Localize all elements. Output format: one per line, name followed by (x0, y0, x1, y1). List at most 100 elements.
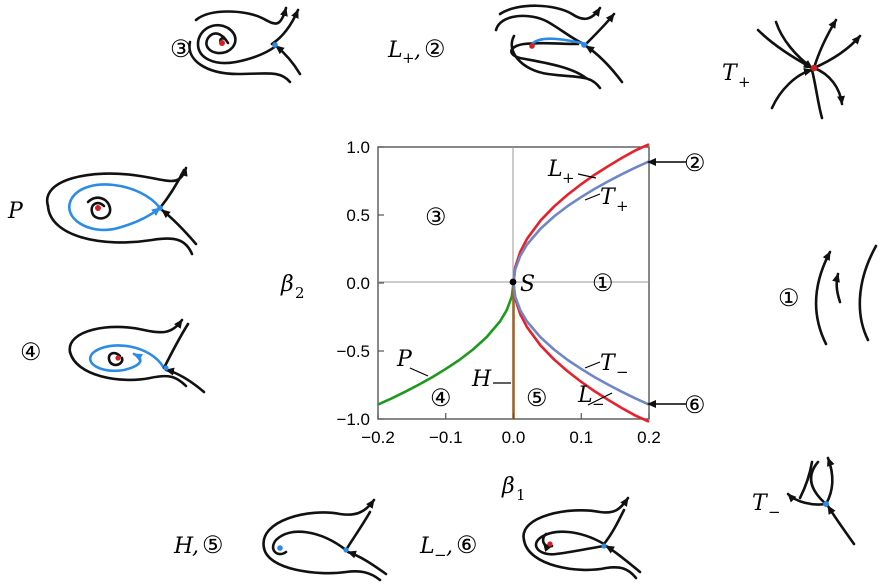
label-Tplus-sub: + (616, 197, 629, 215)
panel-region-3: ③ (170, 6, 302, 84)
panel-L6-region: ⑥ (456, 531, 478, 559)
panel-region-1: ① (778, 244, 878, 346)
axis-title-x-main: β (501, 474, 515, 499)
point-S (509, 278, 517, 286)
series-Tminus (512, 282, 650, 406)
panel-P-saddle-point (157, 205, 163, 211)
leader-Tplus (584, 193, 601, 201)
panel-H5-region: ⑤ (202, 531, 224, 559)
panel-Lminus-region-6: L − , ⑥ (419, 496, 642, 580)
label-S: S (520, 272, 535, 297)
label-P: P (396, 347, 429, 377)
label-Tminus-main: T (600, 351, 617, 376)
panel-Tplus-label: T + (722, 61, 751, 91)
panel-L2-saddle-point (581, 42, 587, 48)
panel-L6-sub: − (434, 546, 447, 564)
label-H-text: H (471, 367, 492, 392)
label-Lplus-sub: + (562, 169, 575, 187)
label-Lplus: L + (547, 157, 597, 187)
label-P-text: P (396, 347, 413, 372)
panel-3-saddle-point (272, 42, 278, 48)
region-1: ① (592, 269, 614, 297)
panel-L6-comma: , (446, 534, 453, 559)
tick-layer: −0.2 −0.1 0.0 0.1 0.2 1.0 0.5 0.0 −0.5 −1.0 (336, 138, 660, 447)
panel-L2-region: ② (424, 35, 446, 63)
series-Tplus (512, 160, 650, 284)
panel-P-focus-point (95, 205, 101, 211)
y-tick-label: −0.5 (336, 342, 370, 361)
panel-H5-main: H (173, 534, 194, 559)
panel-P-label: P (7, 199, 24, 224)
axis-title-x-sub: 1 (516, 486, 526, 504)
panel-L2-sub: + (402, 49, 415, 67)
panel-region-4: ④ (20, 318, 206, 394)
label-Tplus-main: T (600, 185, 617, 210)
x-tick-label: 0.0 (502, 428, 526, 447)
panel-Tplus-main: T (722, 61, 739, 86)
y-tick-label: −1.0 (336, 410, 370, 429)
y-tick-label: 0.5 (346, 206, 370, 225)
region-5: ⑤ (526, 384, 548, 412)
panel-1-label: ① (778, 284, 800, 312)
panel-4-label: ④ (20, 338, 42, 366)
panel-Tplus-sub: + (738, 73, 751, 91)
panel-H5-saddle-point (343, 547, 349, 553)
region-6: ⑥ (684, 391, 706, 419)
series-Lplus (512, 143, 650, 284)
panel-Tminus-point (823, 501, 829, 507)
series-P (377, 282, 515, 406)
region-2: ② (684, 149, 706, 177)
x-tick-label: −0.1 (429, 428, 463, 447)
region-3: ③ (425, 203, 447, 231)
panel-L2-main: L (387, 38, 403, 63)
panel-L2-node-point (529, 43, 535, 49)
x-tick-label: 0.1 (569, 428, 593, 447)
y-tick-label: 1.0 (346, 138, 370, 157)
label-Lminus-sub: − (592, 395, 605, 413)
axis-title-x: β 1 (501, 474, 526, 504)
panel-4-saddle-point (163, 365, 169, 371)
panel-H5-focus-point (277, 545, 283, 551)
panel-L6-main: L (419, 534, 435, 559)
label-Lminus-main: L (577, 383, 593, 408)
panel-3-focus-point (219, 40, 225, 46)
panel-H5-label: H , ⑤ (173, 531, 224, 559)
label-Lminus: L − (577, 383, 613, 413)
axis-title-y-main: β (280, 272, 294, 297)
region-4: ④ (430, 384, 452, 412)
label-Lplus-main: L (547, 157, 563, 182)
panel-H5-comma: , (192, 534, 199, 559)
leader-Lplus (577, 173, 597, 179)
panel-Lplus-label: L + , ② (387, 35, 446, 67)
x-tick-label: 0.2 (637, 428, 661, 447)
panel-4-focus-point (115, 355, 121, 361)
panel-L2-comma: , (414, 38, 421, 63)
leader-Lminus (587, 392, 613, 406)
panel-Tminus-label: T − (752, 491, 781, 521)
panel-Tplus: T + (722, 18, 862, 120)
panel-3-label: ③ (170, 35, 192, 63)
panel-L6-node-point (547, 541, 553, 547)
panel-L6-saddle-point (601, 543, 607, 549)
panel-P: P (7, 166, 198, 256)
panel-L6-label: L − , ⑥ (419, 531, 478, 564)
label-Tminus-sub: − (616, 363, 629, 381)
panel-Tminus-sub: − (768, 503, 781, 521)
y-tick-label: 0.0 (346, 274, 370, 293)
leader-Tminus (584, 361, 601, 369)
panel-H-region-5: H , ⑤ (173, 498, 388, 582)
x-tick-label: −0.2 (361, 428, 395, 447)
series-Lminus (512, 282, 650, 423)
label-Tplus: T + (584, 185, 629, 215)
panel-Tminus: T − (752, 456, 856, 546)
axis-title-y-sub: 2 (295, 284, 305, 302)
panel-Lplus-region-2: L + , ② (387, 4, 624, 90)
series-layer (377, 143, 650, 423)
label-Tminus: T − (584, 351, 629, 381)
label-H: H (471, 367, 511, 392)
leader-P (409, 367, 429, 377)
panel-Tminus-main: T (752, 491, 769, 516)
axis-title-y: β 2 (280, 272, 305, 302)
main-plot: −0.2 −0.1 0.0 0.1 0.2 1.0 0.5 0.0 −0.5 −1.0 S L +… (280, 138, 706, 504)
